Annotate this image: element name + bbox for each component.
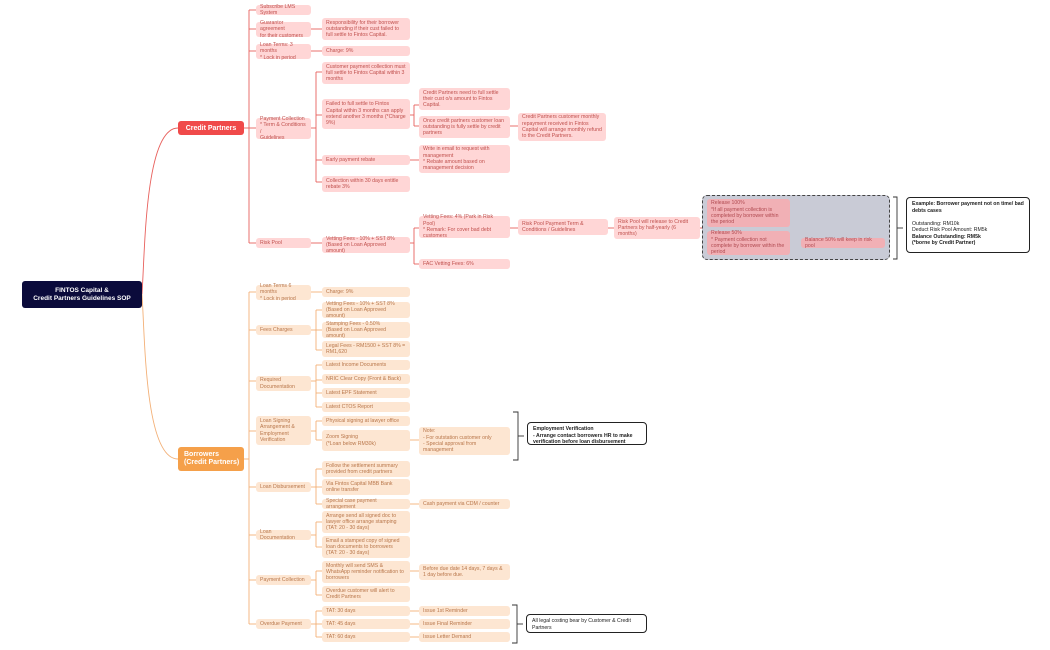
node-signing-zoom: Zoom Signing (*Loan below RM30k) (322, 430, 410, 451)
node-fees-charges: Fees Charges (256, 325, 311, 335)
node-disb-cash: Cash payment via CDM / counter (419, 499, 510, 509)
node-rp-release-halfyearly: Risk Pool will release to Credit Partner… (614, 217, 700, 239)
node-pc-before-due: Before due date 14 days, 7 days & 1 day … (419, 564, 510, 580)
employment-verification-note: Employment Verification - Arrange contac… (527, 422, 647, 445)
example-bad-debt-note: Example: Borrower payment not on time/ b… (906, 197, 1030, 253)
node-od-1st-reminder: Issue 1st Reminder (419, 606, 510, 616)
node-disb-special: Special case payment arrangement (322, 498, 410, 510)
node-pc-monthly-reminder: Monthly will send SMS & WhatsApp reminde… (322, 561, 410, 583)
node-rp-balance-50: Balance 50% will keep in risk pool (801, 237, 885, 249)
node-ld-arrange: Arrange send all signed doc to lawyer of… (322, 511, 410, 533)
node-overdue-payment: Overdue Payment (256, 619, 311, 629)
node-signing-note: Note: - For outstation customer only - S… (419, 427, 510, 455)
node-loan-documentation: Loan Documentation (256, 529, 311, 541)
node-od-30: TAT: 30 days (322, 606, 410, 616)
node-subscribe-lms: Subscribe LMS System (256, 4, 311, 16)
employment-body: - Arrange contact borrowers HR to make v… (533, 432, 633, 446)
node-docs-epf: Latest EPF Statement (322, 388, 410, 398)
node-rp-vetting-4pct: Vetting Fees: 4% (Park in Risk Pool) * R… (419, 214, 510, 239)
node-pc-need-settle: Credit Partners need to full settle thei… (419, 88, 510, 110)
node-b-loan-charge: Charge: 9% (322, 287, 410, 297)
node-pc-overdue-alert: Overdue customer will alert to Credit Pa… (322, 586, 410, 602)
node-rp-release-100: Release 100% *If all payment collection … (707, 199, 790, 227)
node-b-payment-collection: Payment Collection (256, 575, 311, 585)
legal-costing-note: All legal costing bear by Customer & Cre… (526, 614, 647, 633)
node-signing-physical: Physical signing at lawyer office (322, 416, 410, 426)
node-docs-ctos: Latest CTOS Report (322, 402, 410, 412)
node-docs-nric: NRIC Clear Copy (Front & Back) (322, 374, 410, 384)
node-guarantor-detail: Responsibility for their borrower outsta… (322, 18, 410, 40)
node-od-final-reminder: Issue Final Reminder (419, 619, 510, 629)
example-outstanding: Outstanding: RM10k (912, 220, 960, 227)
node-cp-loan-terms: Loan Terms: 3 months * Lock in period (256, 42, 311, 61)
node-guarantor-agreement: Guarantor agreement for their customers (256, 20, 311, 39)
node-fees-stamping: Stamping Fees - 0.50% (Based on Loan App… (322, 321, 410, 339)
node-fees-vetting: Vetting Fees - 10% + SST 8% (Based on Lo… (322, 301, 410, 319)
node-rp-release-50: Release 50% * Payment collection not com… (707, 230, 790, 255)
node-od-letter-demand: Issue Letter Demand (419, 632, 510, 642)
node-pc-failed-settle: Failed to full settle to Fintos Capital … (322, 99, 410, 129)
node-docs-income: Latest Income Documents (322, 360, 410, 370)
borrowers-branch[interactable]: Borrowers (Credit Partners) (178, 447, 244, 471)
node-pc-early-rebate-detail: Write in email to request with managemen… (419, 145, 510, 173)
node-disb-follow: Follow the settlement summary provided f… (322, 461, 410, 477)
node-loan-signing: Loan Signing Arrangement & Employment Ve… (256, 416, 311, 445)
node-disb-via: Via Fintos Capital MBB Bank online trans… (322, 479, 410, 495)
root-node-title: FINTOS Capital & Credit Partners Guideli… (22, 281, 142, 308)
example-title: Example: Borrower payment not on time/ b… (912, 201, 1024, 214)
node-rp-fac-vetting: FAC Vetting Fees: 6% (419, 259, 510, 269)
credit-partners-branch[interactable]: Credit Partners (178, 121, 244, 135)
example-balance: Balance Outstanding: RM5k (912, 233, 981, 240)
example-deduct: Deduct Risk Pool Amount: RM5k (912, 227, 988, 233)
node-od-60: TAT: 60 days (322, 632, 410, 642)
node-rp-vetting-fees: Vetting Fees - 10% + SST 8% (Based on Lo… (322, 236, 410, 254)
node-od-45: TAT: 45 days (322, 619, 410, 629)
node-rp-payment-terms: Risk Pool Payment Term & Conditions / Gu… (518, 219, 608, 235)
node-cp-payment-collection: Payment Collection * Term & Conditions /… (256, 116, 311, 141)
node-pc-collection-30days: Collection within 30 days entitle rebate… (322, 176, 410, 192)
node-required-documentation: Required Documentation (256, 376, 311, 391)
node-pc-full-settle: Customer payment collection must full se… (322, 62, 410, 84)
node-b-loan-terms: Loan Terms 6 months * Lock in period (256, 283, 311, 302)
node-pc-monthly-refund: Credit Partners customer monthly repayme… (518, 113, 606, 141)
employment-title: Employment Verification (533, 426, 594, 432)
node-ld-email: Email a stamped copy of signed loan docu… (322, 536, 410, 558)
node-pc-early-rebate: Early payment rebate (322, 155, 410, 165)
node-fees-legal: Legal Fees - RM1500 + SST 8% = RM1,620 (322, 341, 410, 357)
node-loan-disbursement: Loan Disbursement (256, 482, 311, 492)
node-risk-pool: Risk Pool (256, 238, 311, 248)
example-borne: (*borne by Credit Partner) (912, 240, 976, 246)
node-cp-loan-charge: Charge: 9% (322, 46, 410, 56)
node-pc-once-settled: Once credit partners customer loan outst… (419, 116, 510, 138)
